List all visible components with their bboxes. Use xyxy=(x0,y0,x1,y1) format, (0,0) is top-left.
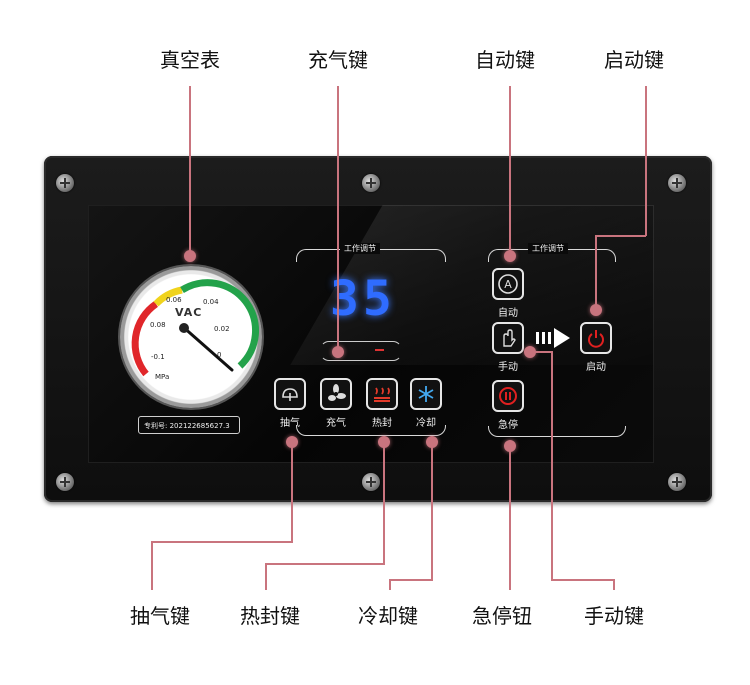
manual-button[interactable] xyxy=(492,322,524,354)
manual-label: 手动 xyxy=(498,362,518,373)
callout-emergency-stop: 急停钮 xyxy=(472,604,532,628)
anchor-dot xyxy=(504,440,516,452)
inflate-label: 充气 xyxy=(326,418,346,429)
anchor-dot xyxy=(286,436,298,448)
vacuum-gauge xyxy=(120,266,262,408)
gauge-tick: 0.08 xyxy=(150,321,166,329)
inflate-button[interactable] xyxy=(320,378,352,410)
callout-auto-key: 自动键 xyxy=(475,48,535,72)
left-bracket-title: 工作调节 xyxy=(340,243,380,254)
anchor-dot xyxy=(378,436,390,448)
pause-icon xyxy=(499,387,517,405)
anchor-dot xyxy=(184,250,196,262)
display-readout: 35 xyxy=(330,271,396,327)
anchor-dot xyxy=(332,346,344,358)
anchor-dot xyxy=(590,304,602,316)
extract-button[interactable] xyxy=(274,378,306,410)
callout-extract-key: 抽气键 xyxy=(130,604,190,628)
gauge-tick: 0 xyxy=(217,351,222,359)
screw-icon xyxy=(56,473,74,491)
extract-label: 抽气 xyxy=(280,418,300,429)
emergency-stop-button[interactable] xyxy=(492,380,524,412)
gauge-tick: -0.1 xyxy=(151,353,165,361)
auto-label: 自动 xyxy=(498,308,518,319)
screw-icon xyxy=(668,174,686,192)
arrow-icon xyxy=(536,328,570,348)
screw-icon xyxy=(56,174,74,192)
callout-inflate-key: 充气键 xyxy=(308,48,368,72)
screw-icon xyxy=(668,473,686,491)
gauge-tick: 0.02 xyxy=(214,325,230,333)
gauge-brand: VAC xyxy=(175,306,203,319)
pump-icon xyxy=(282,388,298,401)
anchor-dot xyxy=(524,346,536,358)
callout-start-key: 启动键 xyxy=(604,48,664,72)
gauge-unit: MPa xyxy=(155,373,170,381)
gauge-tick: 0.04 xyxy=(203,298,219,306)
heat-seal-label: 热封 xyxy=(372,418,392,429)
anchor-dot xyxy=(426,436,438,448)
gauge-tick: 0.06 xyxy=(166,296,182,304)
callout-cool-key: 冷却键 xyxy=(358,604,418,628)
auto-icon: A xyxy=(498,274,518,294)
auto-button[interactable]: A xyxy=(492,268,524,300)
callout-manual-key: 手动键 xyxy=(584,604,644,628)
anchor-dot xyxy=(504,250,516,262)
snowflake-icon xyxy=(418,386,434,402)
callout-vacuum-gauge: 真空表 xyxy=(160,48,220,72)
start-label: 启动 xyxy=(586,362,606,373)
heat-icon xyxy=(374,387,390,402)
cool-button[interactable] xyxy=(410,378,442,410)
power-icon xyxy=(588,330,604,348)
patent-label: 专利号: 202122685627.3 xyxy=(138,416,240,434)
fan-icon xyxy=(328,384,346,401)
callout-heat-seal-key: 热封键 xyxy=(240,604,300,628)
heat-seal-button[interactable] xyxy=(366,378,398,410)
screw-icon xyxy=(362,174,380,192)
indicator-mark xyxy=(375,349,384,351)
right-bracket-title: 工作调节 xyxy=(528,243,568,254)
hand-icon xyxy=(503,329,516,347)
indicator-bar xyxy=(320,341,402,361)
svg-text:A: A xyxy=(504,278,512,291)
cool-label: 冷却 xyxy=(416,418,436,429)
emergency-stop-label: 急停 xyxy=(498,420,518,431)
screw-icon xyxy=(362,473,380,491)
start-button[interactable] xyxy=(580,322,612,354)
